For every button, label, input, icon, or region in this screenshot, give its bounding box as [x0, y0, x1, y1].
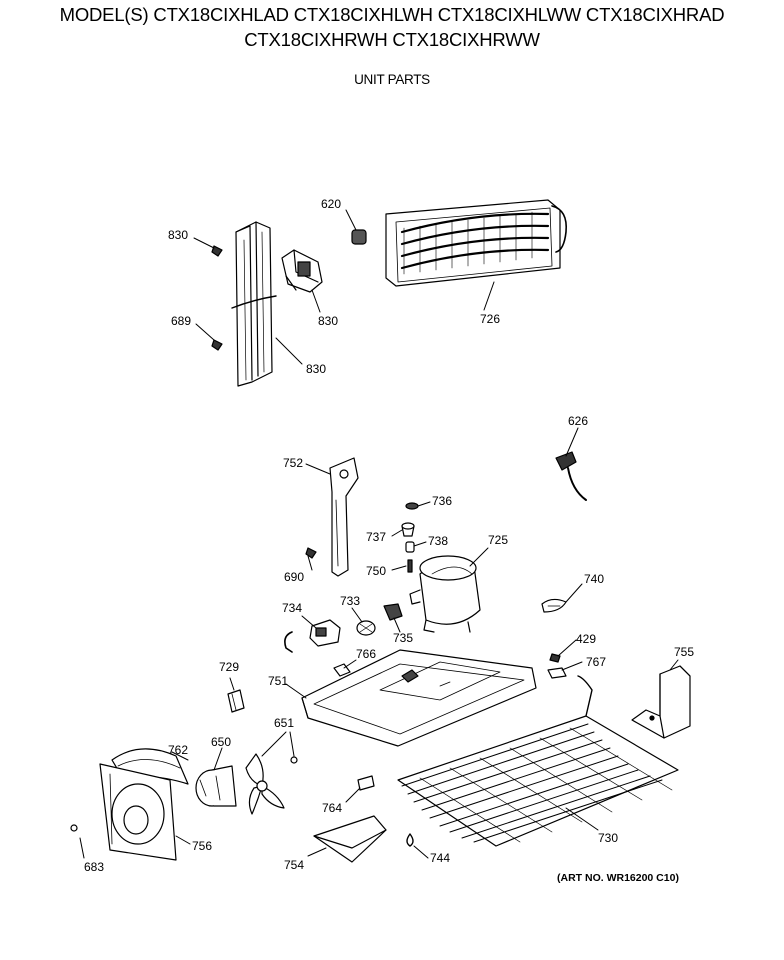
base-pan-751-part[interactable]	[301, 649, 537, 747]
callout-744: 744	[430, 851, 450, 865]
art-number: (ART NO. WR16200 C10)	[557, 872, 679, 884]
screw-689-part[interactable]	[211, 339, 223, 351]
fan-blade-651-part[interactable]	[245, 753, 285, 815]
fan-motor-650-part[interactable]	[195, 765, 237, 807]
bracket-830-part[interactable]	[281, 249, 323, 293]
grommet-737-part[interactable]	[401, 522, 415, 537]
callout-730: 730	[598, 831, 618, 845]
clip-767-part[interactable]	[547, 667, 567, 679]
clip-764-part[interactable]	[357, 775, 375, 791]
callout-729: 729	[219, 660, 239, 674]
shroud-756-part[interactable]	[99, 763, 177, 861]
callout-650: 650	[211, 735, 231, 749]
callout-830c: 830	[306, 362, 326, 376]
callout-738: 738	[428, 534, 448, 548]
clip-734-part[interactable]	[284, 631, 293, 653]
screw-690-part[interactable]	[305, 547, 317, 559]
screw-830-part[interactable]	[211, 245, 223, 257]
callout-740: 740	[584, 572, 604, 586]
grommet-736-part[interactable]	[405, 502, 419, 510]
sleeve-738-part[interactable]	[405, 541, 415, 553]
callout-830a: 830	[168, 228, 188, 242]
callout-683: 683	[84, 860, 104, 874]
callout-733: 733	[340, 594, 360, 608]
compressor-725-part[interactable]	[409, 555, 481, 633]
stud-750-part[interactable]	[407, 559, 413, 573]
capacitor-729-part[interactable]	[227, 689, 245, 713]
callout-735: 735	[393, 631, 413, 645]
callout-755: 755	[674, 645, 694, 659]
callout-830b: 830	[318, 314, 338, 328]
relay-734-part[interactable]	[309, 619, 341, 647]
callout-620: 620	[321, 197, 341, 211]
callout-labels: 830 689 830 830 620 726 626 752 736 737 …	[84, 197, 694, 874]
section-title: UNIT PARTS	[354, 72, 430, 87]
callout-754: 754	[284, 858, 304, 872]
clip-620-part[interactable]	[351, 229, 367, 245]
callout-764: 764	[322, 801, 342, 815]
callout-725: 725	[488, 533, 508, 547]
model-list-line-1: MODEL(S) CTX18CIXHLAD CTX18CIXHLWH CTX18…	[59, 4, 725, 25]
callout-756: 756	[192, 839, 212, 853]
leader-lines	[79, 209, 679, 859]
spring-744-part[interactable]	[406, 833, 414, 847]
callout-752: 752	[283, 456, 303, 470]
evaporator-coil-730-part[interactable]	[397, 675, 679, 847]
callout-750: 750	[366, 564, 386, 578]
callout-766: 766	[356, 647, 376, 661]
bracket-755-part[interactable]	[631, 665, 691, 739]
callout-737: 737	[366, 530, 386, 544]
cover-735-part[interactable]	[383, 603, 403, 621]
callout-726: 726	[480, 312, 500, 326]
thermostat-626-part[interactable]	[555, 451, 587, 501]
screw-683-part[interactable]	[70, 824, 78, 832]
callout-762: 762	[168, 743, 188, 757]
bracket-752-part[interactable]	[329, 457, 359, 577]
clip-651-part[interactable]	[290, 756, 298, 764]
callout-689: 689	[171, 314, 191, 328]
duct-channel-part[interactable]	[231, 221, 277, 387]
overload-733-part[interactable]	[356, 620, 376, 636]
callout-429: 429	[576, 632, 596, 646]
callout-734: 734	[282, 601, 302, 615]
model-list-line-2: CTX18CIXHRWH CTX18CIXHRWW	[244, 29, 540, 50]
callout-651: 651	[274, 716, 294, 730]
clip-740-part[interactable]	[541, 598, 567, 613]
callout-690: 690	[284, 570, 304, 584]
callout-751: 751	[268, 674, 288, 688]
condenser-726-part[interactable]	[385, 199, 568, 287]
drain-tray-754-part[interactable]	[313, 815, 387, 863]
callout-767: 767	[586, 655, 606, 669]
callout-736: 736	[432, 494, 452, 508]
callout-626: 626	[568, 414, 588, 428]
